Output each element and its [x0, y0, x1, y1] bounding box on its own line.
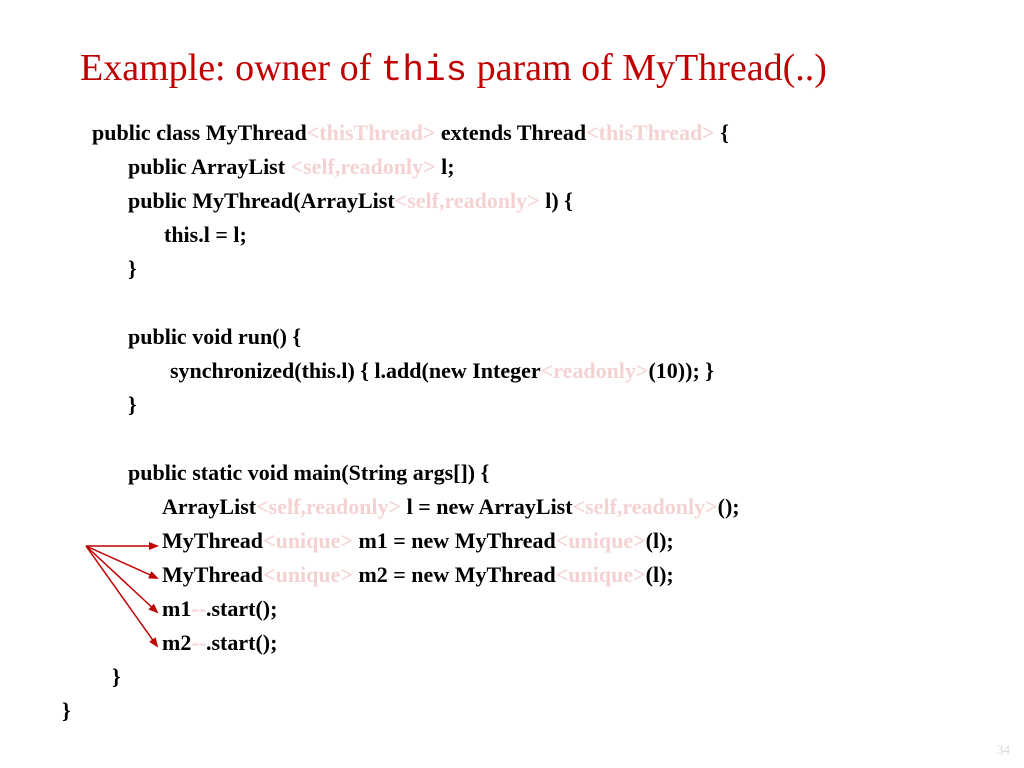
- code-text: public static void main(String args[]) {: [128, 460, 490, 485]
- code-text: public void run() {: [128, 324, 302, 349]
- code-text: m1: [162, 596, 192, 621]
- code-text: (l);: [645, 562, 674, 587]
- arrow-to-m1-start: [85, 545, 159, 614]
- code-text: .start();: [205, 596, 278, 621]
- code-text: .start();: [205, 630, 278, 655]
- code-line-class-decl: public class MyThread<thisThread> extend…: [92, 118, 729, 148]
- code-text: }: [62, 698, 71, 723]
- code-text: public MyThread(ArrayList: [128, 188, 395, 213]
- ownership-annotation: <unique>: [263, 562, 353, 587]
- code-text: }: [112, 664, 121, 689]
- code-line-assignment: this.l = l;: [164, 220, 247, 250]
- code-line-arraylist-init: ArrayList<self,readonly> l = new ArrayLi…: [162, 492, 740, 522]
- code-text: (l);: [645, 528, 674, 553]
- code-line-field-decl: public ArrayList <self,readonly> l;: [128, 152, 455, 182]
- code-text: }: [128, 256, 137, 281]
- code-line-m2-start: m2--.start();: [162, 628, 277, 658]
- code-text: synchronized(this.l) { l.add(new Integer: [170, 358, 541, 383]
- code-text: m1 = new MyThread: [352, 528, 556, 553]
- code-line-constructor-decl: public MyThread(ArrayList<self,readonly>…: [128, 186, 573, 216]
- ownership-annotation: <self,readonly>: [256, 494, 402, 519]
- code-text: m2: [162, 630, 192, 655]
- ownership-annotation: <self,readonly>: [394, 188, 540, 213]
- code-line-run-decl: public void run() {: [128, 322, 301, 352]
- code-line-synchronized: synchronized(this.l) { l.add(new Integer…: [170, 356, 714, 386]
- code-text: this.l = l;: [164, 222, 247, 247]
- code-line-close-brace: }: [128, 390, 137, 420]
- code-text: MyThread: [162, 562, 264, 587]
- code-line-m1-init: MyThread<unique> m1 = new MyThread<uniqu…: [162, 526, 674, 556]
- code-text: public ArrayList: [128, 154, 291, 179]
- ownership-annotation: <self,readonly>: [290, 154, 436, 179]
- slide-title: Example: owner of this param of MyThread…: [80, 47, 827, 91]
- ownership-annotation: <unique>: [555, 528, 646, 553]
- ownership-annotation: <thisThread>: [306, 120, 436, 145]
- code-text: ();: [717, 494, 740, 519]
- code-text: public class MyThread: [92, 120, 307, 145]
- ownership-annotation: --: [191, 596, 206, 621]
- arrow-to-m2-decl: [85, 545, 159, 579]
- code-line-close-brace: }: [112, 662, 121, 692]
- code-text: m2 = new MyThread: [352, 562, 556, 587]
- code-line-m2-init: MyThread<unique> m2 = new MyThread<uniqu…: [162, 560, 674, 590]
- code-line-main-decl: public static void main(String args[]) {: [128, 458, 489, 488]
- code-text: l = new ArrayList: [401, 494, 573, 519]
- ownership-annotation: <readonly>: [540, 358, 649, 383]
- code-text: l) {: [539, 188, 573, 213]
- code-text: {: [714, 120, 729, 145]
- title-text-after: param of MyThread(..): [467, 47, 827, 89]
- ownership-annotation: --: [191, 630, 206, 655]
- ownership-annotation: <self,readonly>: [572, 494, 718, 519]
- ownership-annotation: <thisThread>: [586, 120, 715, 145]
- title-text-before: Example: owner of: [80, 47, 381, 89]
- page-number: 34: [997, 742, 1010, 757]
- code-text: ArrayList: [162, 494, 257, 519]
- ownership-annotation: <unique>: [555, 562, 646, 587]
- code-text: }: [128, 392, 137, 417]
- ownership-annotation: <unique>: [263, 528, 353, 553]
- code-line-m1-start: m1--.start();: [162, 594, 277, 624]
- code-text: MyThread: [162, 528, 264, 553]
- code-text: l;: [435, 154, 455, 179]
- code-text: extends Thread: [435, 120, 587, 145]
- code-text: (10)); }: [648, 358, 714, 383]
- title-keyword-this: this: [380, 50, 468, 91]
- code-line-close-brace: }: [62, 696, 71, 726]
- code-line-close-brace: }: [128, 254, 137, 284]
- arrow-to-m2-start: [85, 545, 159, 648]
